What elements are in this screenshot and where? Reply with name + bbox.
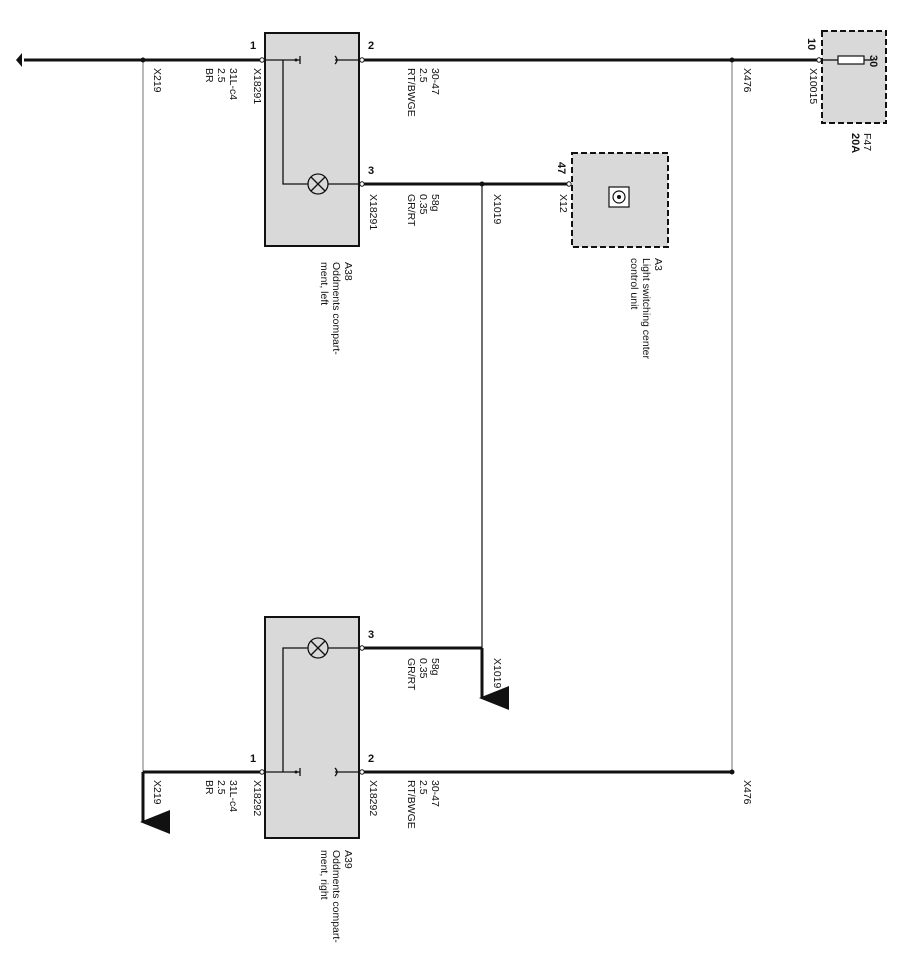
a38-id: A38 xyxy=(342,262,354,281)
a38-connector-label-right: X18291 xyxy=(367,194,379,230)
fuse-icon xyxy=(822,55,872,65)
a39-pin-2: 2 xyxy=(368,753,374,765)
wire-31l-top-size: 2.5 xyxy=(215,68,227,83)
x476-bottom-label: X476 xyxy=(741,780,753,805)
f47-rating: 20A xyxy=(849,133,861,153)
x1019-top-label: X1019 xyxy=(491,194,503,225)
a38-internal-wire xyxy=(282,60,308,185)
left-feed-arrow-icon xyxy=(16,53,22,67)
a3-name-line2: control unit xyxy=(628,258,640,309)
switch-contact-icon xyxy=(294,767,338,777)
a3-pin-47: 47 xyxy=(555,162,567,174)
lamp-icon xyxy=(307,173,329,195)
wire-30-bot-size: 2.5 xyxy=(417,780,429,795)
control-unit-icon xyxy=(608,186,630,208)
x1019-bottom-label: X1019 xyxy=(491,658,503,689)
a3-control-unit: 47 X12 A3 Light switching center control… xyxy=(555,152,669,359)
f47-id: F47 xyxy=(861,133,873,151)
a38-pin-2: 2 xyxy=(368,40,374,52)
wire-58-top-color: GR/RT xyxy=(405,194,417,227)
a39-pin-1: 1 xyxy=(250,753,256,765)
wire-30-top-color: RT/BWGE xyxy=(405,68,417,117)
a38-pin-1: 1 xyxy=(250,40,256,52)
a39-component: 1 2 3 X18292 X18292 A39 Oddments compart… xyxy=(250,616,379,943)
a38-name-line1: Oddments compart- xyxy=(330,262,342,355)
wire-31l-bot-signal: 31L-c4 xyxy=(227,780,239,812)
f47-pin-in: 10 xyxy=(805,38,817,50)
wire-58-bot-size: 0.35 xyxy=(417,658,429,679)
wire-31l-top-signal: 31L-c4 xyxy=(227,68,239,100)
x476-top-label: X476 xyxy=(741,68,753,93)
wire-30-top-size: 2.5 xyxy=(417,68,429,83)
a38-connector-label-left: X18291 xyxy=(251,68,263,104)
a39-id: A39 xyxy=(342,850,354,869)
a39-connector-label-left: X18292 xyxy=(251,780,263,816)
lamp-icon xyxy=(307,637,329,659)
x219-top-label: X219 xyxy=(151,68,163,93)
wire-30-bot-color: RT/BWGE xyxy=(405,780,417,829)
wire-30-bot-signal: 30-47 xyxy=(429,780,441,807)
wire-31l-bot-color: BR xyxy=(203,780,215,795)
a39-name-line2: ment, right xyxy=(318,850,330,900)
x1019-top-splice-node xyxy=(479,181,485,187)
f47-pin-out: 30 xyxy=(867,55,879,67)
a38-name-line2: ment, left xyxy=(318,262,330,305)
wire-58-top-size: 0.35 xyxy=(417,194,429,215)
a38-pin-3: 3 xyxy=(368,165,374,177)
a3-connector-label: X12 xyxy=(557,194,569,213)
wire-31l-bot-size: 2.5 xyxy=(215,780,227,795)
f47-fuse-component: 10 30 X10015 F47 20A xyxy=(805,30,887,153)
f47-connector-label: X10015 xyxy=(807,68,819,104)
wire-31l-top-color: BR xyxy=(203,68,215,83)
wire-30-top-signal: 30-47 xyxy=(429,68,441,95)
wire-58-bot-signal: 58g xyxy=(429,658,441,676)
wire-58-bot-color: GR/RT xyxy=(405,658,417,691)
x476-top-splice-node xyxy=(729,57,735,63)
x219-top-splice-node xyxy=(140,57,146,63)
a39-internal-wire xyxy=(282,647,308,772)
wire-58-top-signal: 58g xyxy=(429,194,441,212)
a39-name-line1: Oddments compart- xyxy=(330,850,342,943)
a38-component: 1 2 3 X18291 X18291 A38 Oddments compart… xyxy=(250,32,379,355)
switch-contact-icon xyxy=(294,55,338,65)
a3-id: A3 xyxy=(652,258,664,271)
f47-body xyxy=(821,30,887,124)
x476-bottom-splice-node xyxy=(729,769,735,775)
a3-name-line1: Light switching center xyxy=(640,258,652,359)
a39-connector-label-right: X18292 xyxy=(367,780,379,816)
a39-pin-3: 3 xyxy=(368,629,374,641)
a38-body xyxy=(264,32,360,247)
x219-bottom-label: X219 xyxy=(151,780,163,805)
